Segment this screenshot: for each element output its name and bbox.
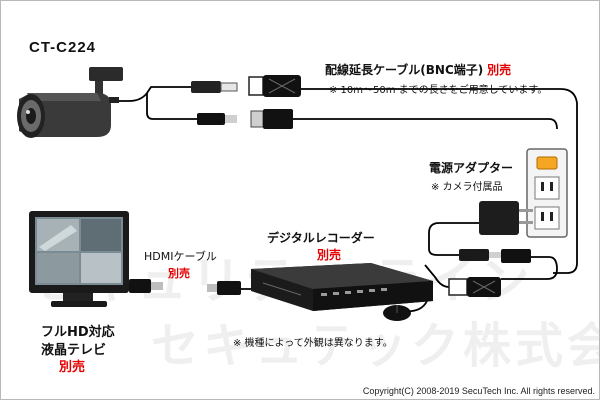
hdmi-cable-title: HDMIケーブル: [144, 250, 217, 263]
extension-cable-plugs: [248, 75, 301, 129]
camera-model-label: CT-C224: [29, 39, 97, 56]
extension-cable-label: 配線延長ケーブル(BNC端子) 別売: [325, 61, 511, 78]
recorder-appearance-note: ※ 機種によって外観は異なります。: [233, 338, 393, 349]
lcd-tv-illustration: [29, 211, 129, 307]
power-video-connectors: [448, 249, 531, 297]
hdmi-cable-sold-separately: 別売: [168, 267, 190, 280]
digital-recorder-title: デジタルレコーダー: [267, 231, 375, 245]
watermark-line-2: セキュテック株式会社: [151, 318, 599, 374]
tv-sold-separately: 別売: [59, 360, 86, 375]
extension-cable-title: 配線延長ケーブル(BNC端子): [325, 63, 484, 77]
mouse-illustration: [383, 305, 411, 321]
digital-recorder-sold-separately: 別売: [317, 248, 342, 262]
hdmi-cable-illustration: [129, 279, 241, 295]
digital-recorder-illustration: [251, 263, 433, 311]
tv-title-line-1: フルHD対応: [41, 325, 115, 340]
bullet-camera-illustration: [17, 67, 123, 138]
extension-cable-sold-separately: 別売: [487, 63, 512, 77]
power-adapter-title: 電源アダプター: [429, 161, 514, 175]
power-adapter-note: ※ カメラ付属品: [431, 182, 503, 193]
tv-title-line-2: 液晶テレビ: [41, 343, 107, 358]
power-outlet-illustration: [526, 148, 568, 238]
power-adapter-illustration: [479, 201, 533, 235]
bnc-connectors-left: [191, 81, 238, 125]
copyright-footer: Copyright(C) 2008-2019 SecuTech Inc. All…: [362, 386, 595, 396]
extension-cable-note: ※ 10m〜50m までの長さをご用意しています。: [329, 85, 548, 96]
